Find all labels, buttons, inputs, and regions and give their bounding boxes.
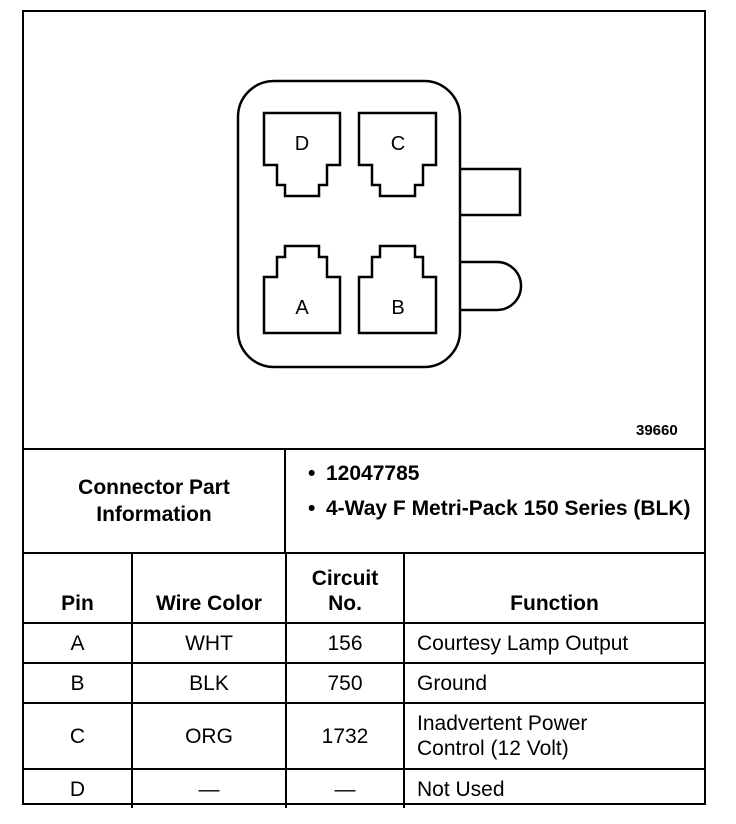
cell-circuit-no: 1732 xyxy=(285,702,405,770)
cell-pin: A xyxy=(24,622,133,664)
table-header-row: Pin Wire Color Circuit No. Function xyxy=(24,552,704,624)
cell-function: Ground xyxy=(403,662,704,704)
cavity-c xyxy=(357,111,438,198)
cell-circuit-no: 156 xyxy=(285,622,405,664)
table-row: C ORG 1732 Inadvertent Power Control (12… xyxy=(24,702,704,770)
info-label: Connector Part Information xyxy=(78,476,230,526)
cell-wire-color: BLK xyxy=(131,662,287,704)
cavity-label-c: C xyxy=(391,133,405,155)
header-circuit-no: Circuit No. xyxy=(285,552,405,624)
cavity-a xyxy=(262,244,342,335)
info-details-cell: 12047785 4-Way F Metri-Pack 150 Series (… xyxy=(286,450,704,552)
table-row: A WHT 156 Courtesy Lamp Output xyxy=(24,622,704,664)
cavity-b xyxy=(357,244,438,335)
cell-wire-color: ORG xyxy=(131,702,287,770)
info-label-cell: Connector Part Information xyxy=(24,450,286,552)
cavity-label-b: B xyxy=(391,297,404,319)
cell-pin: B xyxy=(24,662,133,704)
cell-wire-color: WHT xyxy=(131,622,287,664)
cell-function: Not Used xyxy=(403,768,704,808)
header-pin: Pin xyxy=(24,552,133,624)
pin-table: Pin Wire Color Circuit No. Function A WH… xyxy=(24,552,704,808)
header-wire-color: Wire Color xyxy=(131,552,287,624)
connector-housing xyxy=(236,79,462,369)
connector-face-diagram: D C A B xyxy=(236,79,523,369)
cell-circuit-no: — xyxy=(285,768,405,808)
cell-circuit-no: 750 xyxy=(285,662,405,704)
cell-pin: D xyxy=(24,768,133,808)
connector-part-info: Connector Part Information 12047785 4-Wa… xyxy=(24,448,704,552)
cell-function: Inadvertent Power Control (12 Volt) xyxy=(403,702,704,770)
cavity-label-a: A xyxy=(295,297,309,319)
bottom-latch-tab xyxy=(460,260,523,312)
cell-pin: C xyxy=(24,702,133,770)
table-row: D — — Not Used xyxy=(24,768,704,808)
header-function: Function xyxy=(403,552,704,624)
cell-wire-color: — xyxy=(131,768,287,808)
table-row: B BLK 750 Ground xyxy=(24,662,704,704)
connector-sheet: D C A B 39660 Connector Part Information… xyxy=(22,10,706,808)
cavity-label-d: D xyxy=(295,133,309,155)
connector-description: 4-Way F Metri-Pack 150 Series (BLK) xyxy=(308,495,704,522)
top-latch-tab xyxy=(460,167,522,217)
cell-function: Courtesy Lamp Output xyxy=(403,622,704,664)
cavity-d xyxy=(262,111,342,198)
figure-number: 39660 xyxy=(636,422,678,439)
part-number: 12047785 xyxy=(308,460,704,487)
